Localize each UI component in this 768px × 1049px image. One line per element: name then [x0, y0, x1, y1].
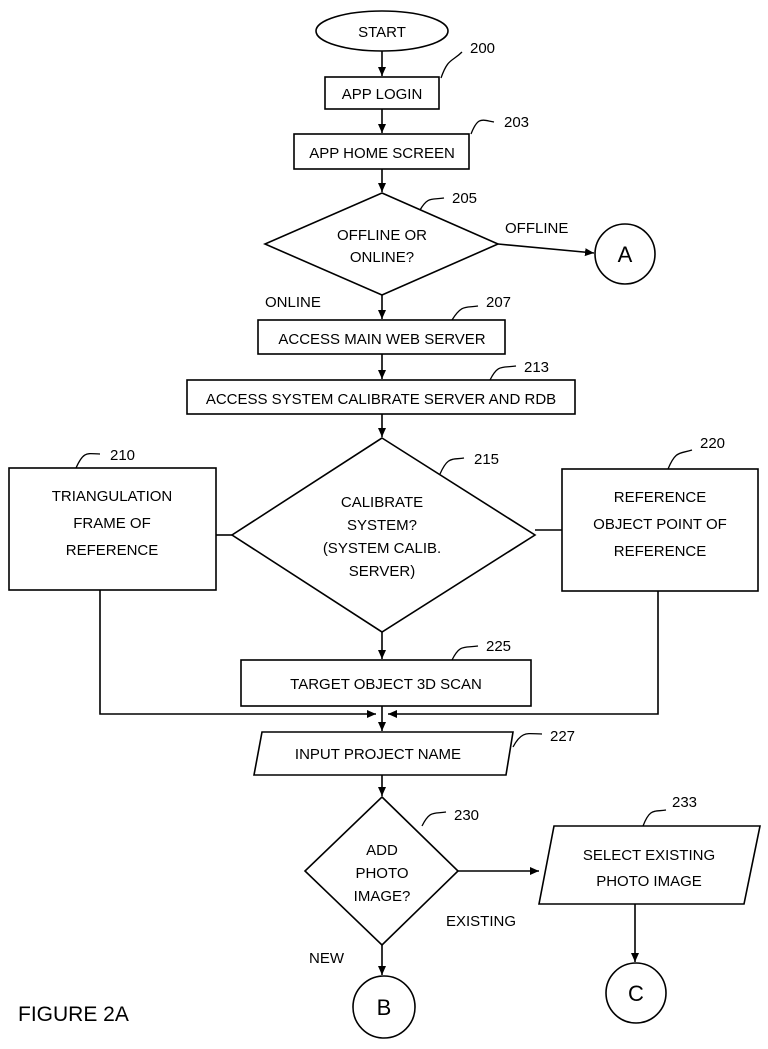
access-calib-label: ACCESS SYSTEM CALIBRATE SERVER AND RDB — [206, 391, 556, 408]
ref-leader-203 — [470, 119, 495, 135]
ref-225: 225 — [486, 638, 511, 655]
arrow-triangulation-merge — [99, 590, 376, 718]
triangulation-box: TRIANGULATION FRAME OF REFERENCE — [8, 467, 217, 591]
reference-line-3: REFERENCE — [614, 543, 707, 560]
calibrate-line-2: SYSTEM? — [347, 517, 417, 534]
app-home-box: APP HOME SCREEN — [293, 133, 470, 170]
app-home-label: APP HOME SCREEN — [309, 145, 455, 162]
ref-200: 200 — [470, 40, 495, 57]
connector-c: C — [605, 962, 667, 1024]
calibrate-line-4: SERVER) — [349, 563, 415, 580]
ref-leader-215 — [439, 457, 465, 475]
ref-leader-227 — [512, 732, 543, 748]
ref-leader-233 — [642, 809, 667, 827]
reference-object-box: REFERENCE OBJECT POINT OF REFERENCE — [561, 468, 759, 592]
arrow-offline-to-a — [497, 243, 595, 257]
triangulation-line-2: FRAME OF — [73, 515, 151, 532]
access-calib-box: ACCESS SYSTEM CALIBRATE SERVER AND RDB — [186, 379, 576, 415]
select-existing-line-2: PHOTO IMAGE — [596, 873, 702, 890]
start-label: START — [358, 24, 406, 41]
start-terminal: START — [315, 10, 449, 52]
connector-c-label: C — [628, 981, 644, 1006]
ref-leader-205 — [419, 197, 445, 211]
ref-203: 203 — [504, 114, 529, 131]
access-main-label: ACCESS MAIN WEB SERVER — [278, 331, 485, 348]
ref-leader-225 — [451, 645, 479, 661]
calibrate-line-1: CALIBRATE — [341, 494, 423, 511]
ref-leader-200 — [440, 51, 463, 79]
ref-213: 213 — [524, 359, 549, 376]
connector-b-label: B — [377, 995, 392, 1020]
decision-line-1: OFFLINE OR — [337, 227, 427, 244]
calibrate-line-3: (SYSTEM CALIB. — [323, 540, 441, 557]
triangulation-line-1: TRIANGULATION — [52, 488, 173, 505]
ref-205: 205 — [452, 190, 477, 207]
connector-a-label: A — [618, 242, 633, 267]
edge-label-online: ONLINE — [265, 294, 321, 311]
app-login-label: APP LOGIN — [342, 86, 423, 103]
decision-line-2: ONLINE? — [350, 249, 414, 266]
calibrate-decision: CALIBRATE SYSTEM? (SYSTEM CALIB. SERVER) — [230, 437, 537, 633]
ref-215: 215 — [474, 451, 499, 468]
ref-leader-213 — [489, 365, 517, 381]
ref-leader-230 — [421, 811, 447, 827]
ref-230: 230 — [454, 807, 479, 824]
target-scan-box: TARGET OBJECT 3D SCAN — [240, 659, 532, 707]
edge-label-existing: EXISTING — [446, 913, 516, 930]
ref-207: 207 — [486, 294, 511, 311]
ref-227: 227 — [550, 728, 575, 745]
ref-210: 210 — [110, 447, 135, 464]
triangulation-line-3: REFERENCE — [66, 542, 159, 559]
ref-233: 233 — [672, 794, 697, 811]
ref-leader-220 — [667, 449, 693, 470]
offline-online-decision: OFFLINE OR ONLINE? — [262, 192, 500, 296]
reference-line-2: OBJECT POINT OF — [593, 516, 727, 533]
add-photo-line-3: IMAGE? — [354, 888, 411, 905]
add-photo-decision: ADD PHOTO IMAGE? — [303, 795, 460, 947]
add-photo-line-2: PHOTO — [355, 865, 408, 882]
edge-label-new: NEW — [309, 950, 345, 967]
access-main-box: ACCESS MAIN WEB SERVER — [257, 319, 506, 355]
figure-label: FIGURE 2A — [18, 1003, 129, 1026]
select-existing-box: SELECT EXISTING PHOTO IMAGE — [538, 825, 761, 905]
target-scan-label: TARGET OBJECT 3D SCAN — [290, 676, 482, 693]
arrow-reference-merge — [388, 591, 659, 718]
select-existing-line-1: SELECT EXISTING — [583, 847, 715, 864]
connector-a: A — [594, 223, 656, 285]
connector-b: B — [352, 975, 416, 1039]
edge-label-offline: OFFLINE — [505, 220, 568, 237]
add-photo-line-1: ADD — [366, 842, 398, 859]
input-project-box: INPUT PROJECT NAME — [253, 731, 514, 776]
ref-leader-210 — [75, 453, 101, 469]
input-project-label: INPUT PROJECT NAME — [295, 746, 461, 763]
ref-leader-207 — [451, 305, 479, 321]
app-login-box: APP LOGIN — [324, 76, 440, 110]
ref-220: 220 — [700, 435, 725, 452]
reference-line-1: REFERENCE — [614, 489, 707, 506]
